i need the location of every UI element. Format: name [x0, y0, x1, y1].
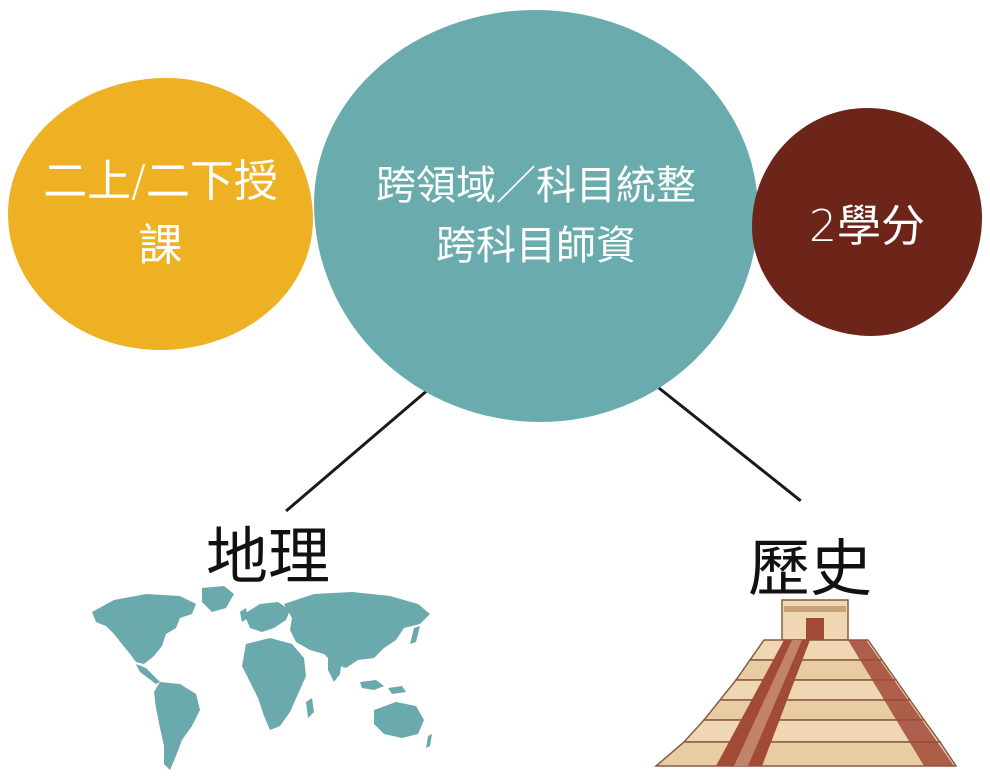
credits-circle: 2學分	[752, 108, 982, 336]
integration-line2: 跨科目師資	[436, 223, 636, 269]
credits-text: 2學分	[809, 201, 925, 252]
integration-circle: 跨領域／科目統整 跨科目師資	[314, 10, 758, 422]
connector-line-history	[651, 381, 802, 502]
pyramid-icon	[653, 599, 958, 767]
world-map-icon	[92, 586, 432, 770]
connector-line-geography	[285, 390, 427, 513]
integration-line1: 跨領域／科目統整	[376, 163, 696, 209]
teaching-period-line2: 課	[138, 220, 183, 271]
teaching-period-circle: 二上/二下授 課	[8, 78, 313, 350]
teaching-period-line1: 二上/二下授	[43, 156, 278, 207]
geography-label: 地理	[206, 520, 331, 593]
history-label: 歷史	[748, 532, 873, 605]
